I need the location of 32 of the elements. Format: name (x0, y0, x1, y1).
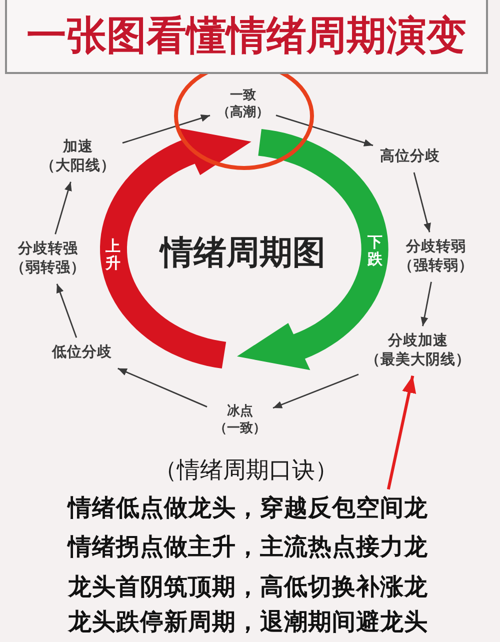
arrow (276, 114, 374, 146)
arrow (272, 374, 359, 409)
stage-note: （弱转强） (10, 259, 86, 278)
band-label: 下跌 (367, 234, 382, 268)
verse-line: 情绪低点做龙头，穿越反包空间龙 (68, 493, 428, 523)
band-label: 上升 (105, 238, 120, 272)
arrow (122, 114, 210, 144)
stage-label: 低位分歧 (52, 344, 112, 362)
stage-label: 高位分歧 (380, 148, 440, 166)
stage-note: （高潮） (217, 105, 269, 122)
stage-note: （大阳线） (40, 157, 116, 176)
subheading: （情绪周期口诀） (154, 456, 338, 486)
arrow (386, 376, 416, 490)
arrow (420, 282, 432, 326)
stage-label: 分歧加速 (386, 332, 449, 351)
stage-note: （强转弱） (398, 257, 474, 276)
stage-note: （一致） (214, 421, 266, 438)
arrow (54, 182, 72, 234)
verse-line: 龙头跌停新周期，退潮期间避龙头 (68, 607, 428, 637)
verse-line: 情绪拐点做主升，主流热点接力龙 (68, 532, 428, 562)
arrow (56, 284, 78, 338)
title: 一张图看懂情绪周期演变 (5, 0, 488, 74)
verse-line: 龙头首阴筑顶期，高低切换补涨龙 (68, 572, 428, 602)
arrow (413, 172, 431, 232)
stage-label: 一致 (229, 88, 257, 104)
stage-label: 分歧转弱 (404, 238, 467, 257)
stage-note: （最美大阴线） (366, 351, 470, 370)
stage-label: 分歧转强 (16, 240, 79, 259)
stage-label: 冰点 (226, 404, 254, 421)
arrow (118, 368, 208, 408)
stage-label: 加速 (62, 138, 94, 157)
diagram-label: 情绪周期图 (160, 232, 326, 274)
